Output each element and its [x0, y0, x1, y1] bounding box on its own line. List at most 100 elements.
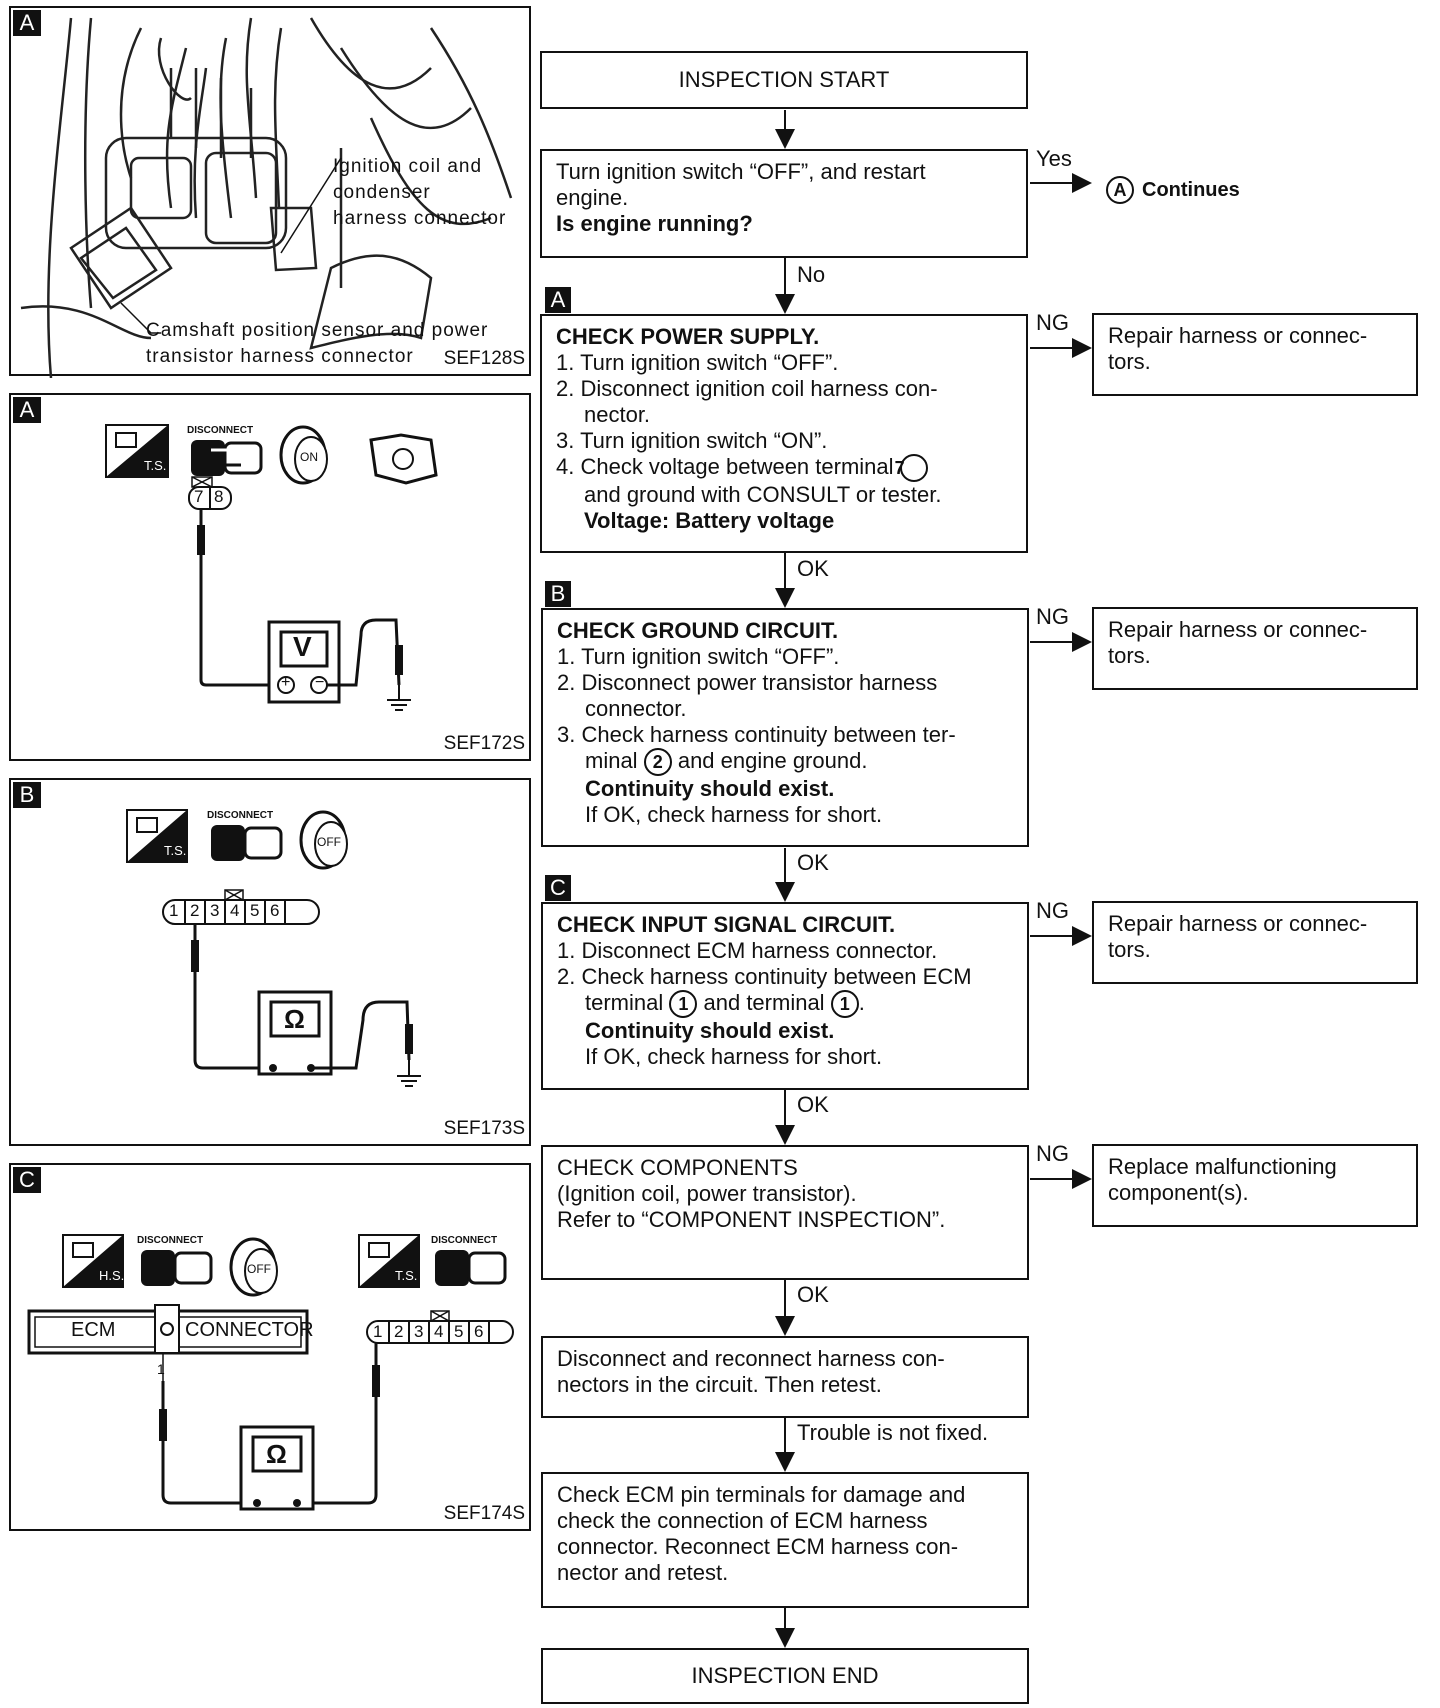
repair-line-1: Repair harness or connec- — [1108, 323, 1368, 348]
step-item: 3. Turn ignition switch “ON”. — [556, 428, 828, 453]
repair-line-1: Repair harness or connec- — [1108, 617, 1368, 642]
step-item: connector. — [585, 696, 687, 721]
key-label: OFF — [247, 1262, 271, 1276]
figure-code: SEF172S — [443, 733, 525, 754]
replace-line-1: Replace malfunctioning — [1108, 1154, 1337, 1179]
ecm-pin-check-box: Check ECM pin terminals for damage and c… — [541, 1472, 1029, 1608]
step-item: 2. Check harness continuity between ECM — [557, 964, 972, 989]
check-components-box: CHECK COMPONENTS (Ignition coil, power t… — [541, 1145, 1029, 1280]
ohmmeter-symbol: Ω — [266, 1439, 287, 1469]
minus-terminal: − — [315, 674, 325, 691]
pin-3: 3 — [210, 901, 220, 920]
coil-label-1: Ignition coil and — [333, 156, 483, 177]
yes-label: Yes — [1036, 146, 1072, 171]
marker-a: A — [1106, 176, 1134, 204]
panel-tag: C — [13, 1167, 41, 1193]
ecm-check-line-3: connector. Reconnect ECM harness con- — [557, 1534, 959, 1559]
ohmmeter-symbol: Ω — [284, 1004, 305, 1034]
hs-icon-label: H.S. — [99, 1268, 125, 1283]
disconnect-icon-label: DISCONNECT — [137, 1235, 204, 1246]
continues-link: A Continues — [1106, 176, 1240, 204]
check-ground-circuit-box: CHECK GROUND CIRCUIT. 1. Turn ignition s… — [541, 608, 1029, 847]
pin-6: 6 — [474, 1322, 484, 1341]
step-item: 4. Check voltage between terminal 7 — [556, 454, 1012, 483]
voltage-circuit — [105, 424, 438, 711]
ecm-check-line-2: check the connection of ECM harness — [557, 1508, 928, 1533]
ground-check-panel: B T.S. DISCONNECT OFF 1 2 3 4 5 — [9, 778, 531, 1146]
step-b-tag: B — [545, 581, 571, 607]
spec-text: Continuity should exist. — [585, 776, 835, 802]
pin-1: 1 — [373, 1322, 383, 1341]
terminal-marker: 1 — [669, 990, 698, 1019]
pin-5: 5 — [454, 1322, 464, 1341]
components-line-1: CHECK COMPONENTS — [557, 1155, 798, 1180]
not-fixed-label: Trouble is not fixed. — [797, 1420, 989, 1445]
ground-circuit — [126, 809, 421, 1087]
step-a-tag: A — [545, 287, 571, 313]
step-item: 3. Check harness continuity between ter- — [557, 722, 956, 747]
coil-label-3: harness connector — [333, 208, 507, 229]
step-item: and ground with CONSULT or tester. — [584, 482, 942, 508]
step-item: 1. Turn ignition switch “OFF”. — [557, 644, 840, 669]
spec-text: Voltage: Battery voltage — [584, 508, 835, 534]
reconnect-box: Disconnect and reconnect harness con- ne… — [541, 1336, 1029, 1418]
replace-line-2: component(s). — [1108, 1180, 1249, 1205]
figure-code: SEF174S — [443, 1503, 525, 1524]
repair-box: Repair harness or connec- tors. — [1092, 607, 1418, 690]
pin-8: 8 — [214, 487, 224, 506]
repair-line-1: Repair harness or connec- — [1108, 911, 1368, 936]
reconnect-line-1: Disconnect and reconnect harness con- — [557, 1346, 945, 1371]
check-power-supply-box: CHECK POWER SUPPLY. 1. Turn ignition swi… — [540, 314, 1028, 553]
repair-line-2: tors. — [1108, 349, 1151, 374]
pin-2: 2 — [190, 901, 200, 920]
ng-label: NG — [1036, 898, 1069, 923]
question-line-2: engine. — [556, 185, 629, 210]
figure-code: SEF173S — [443, 1118, 525, 1139]
pin-2: 2 — [394, 1322, 404, 1341]
voltage-check-panel: A T.S. DIS — [9, 393, 531, 761]
panel-tag: B — [13, 782, 41, 808]
check-input-signal-box: CHECK INPUT SIGNAL CIRCUIT. 1. Disconnec… — [541, 902, 1029, 1090]
question-text: Is engine running? — [556, 211, 753, 236]
panel-tag: A — [13, 397, 41, 423]
disconnect-icon-label-2: DISCONNECT — [431, 1235, 498, 1246]
components-line-3: Refer to “COMPONENT INSPECTION”. — [557, 1207, 946, 1232]
figure-code: SEF128S — [443, 348, 525, 369]
ok-label: OK — [797, 850, 829, 875]
plus-terminal: + — [281, 674, 291, 691]
cam-label-1: Camshaft position sensor and power — [146, 320, 489, 341]
ts-icon-label: T.S. — [144, 458, 167, 473]
note-text: If OK, check harness for short. — [585, 802, 883, 828]
engine-illustration-panel: A — [9, 6, 531, 378]
step-item-text: and engine ground. — [677, 748, 868, 773]
coil-label-2: condenser — [333, 182, 431, 203]
step-title: CHECK INPUT SIGNAL CIRCUIT. — [557, 912, 896, 937]
key-label: ON — [300, 450, 318, 464]
ok-label: OK — [797, 1092, 829, 1117]
restart-engine-question: Turn ignition switch “OFF”, and restart … — [540, 149, 1028, 258]
voltmeter-symbol: V — [293, 631, 312, 662]
question-line-1: Turn ignition switch “OFF”, and restart — [556, 159, 926, 184]
cam-label-2: transistor harness connector — [146, 346, 414, 367]
components-line-2: (Ignition coil, power transistor). — [557, 1181, 857, 1206]
input-signal-circuit — [27, 1234, 514, 1511]
ecm-pin-label: 1 — [157, 1361, 165, 1377]
pin-3: 3 — [414, 1322, 424, 1341]
step-item: 2. Disconnect ignition coil harness con- — [556, 376, 938, 401]
ecm-check-line-1: Check ECM pin terminals for damage and — [557, 1482, 966, 1507]
step-item: 1. Turn ignition switch “OFF”. — [556, 350, 839, 375]
step-item: 2. Disconnect power transistor harness — [557, 670, 938, 695]
repair-box: Repair harness or connec- tors. — [1092, 313, 1418, 396]
ok-label: OK — [797, 1282, 829, 1307]
ng-label: NG — [1036, 604, 1069, 629]
step-c-tag: C — [545, 875, 571, 901]
repair-line-2: tors. — [1108, 643, 1151, 668]
input-signal-panel: C — [9, 1163, 531, 1531]
step-item-text: minal — [585, 748, 638, 773]
disconnect-icon-label: DISCONNECT — [187, 425, 254, 436]
ng-label: NG — [1036, 1141, 1069, 1166]
ts-icon-label: T.S. — [395, 1268, 418, 1283]
terminal-marker: 2 — [643, 748, 672, 777]
pin-7: 7 — [194, 487, 204, 506]
